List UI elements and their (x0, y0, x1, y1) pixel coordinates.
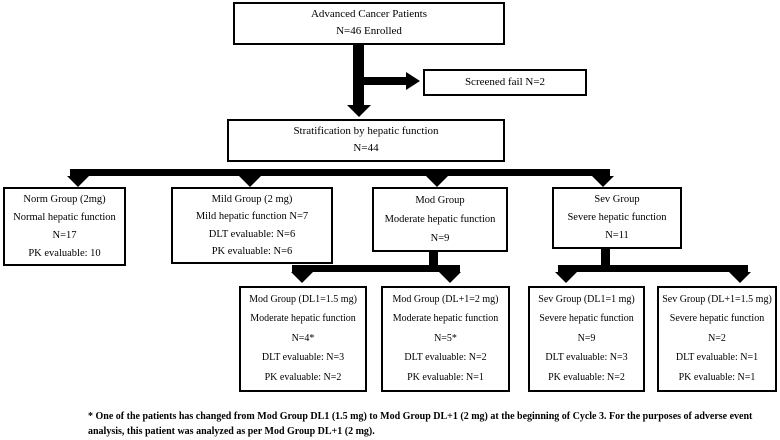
group-line: Moderate hepatic function (384, 213, 496, 225)
subgroup-dlt: DLT evaluable: N=3 (545, 352, 628, 364)
subgroup-title: Mod Group (DL1=1.5 mg) (249, 293, 357, 305)
enrollment-count: N=46 Enrolled (336, 25, 402, 38)
subgroup-pk: PK evaluable: N=1 (678, 371, 756, 383)
arrow-down-norm-icon (67, 176, 89, 187)
arrow-down-mod-icon (426, 176, 448, 187)
footnote-line-2: analysis, this patient was analyzed as p… (88, 426, 375, 437)
subgroup-title: Sev Group (DL1=1 mg) (538, 293, 635, 305)
group-title: Mod Group (415, 194, 465, 206)
connector-main-branch (70, 169, 610, 176)
arrow-down-mod-dlp1-icon (439, 272, 461, 283)
subgroup-count: N=9 (577, 332, 596, 344)
group-line: Normal hepatic function (13, 212, 116, 224)
subgroup-line: Moderate hepatic function (250, 313, 356, 325)
arrow-down-sev-icon (592, 176, 614, 187)
group-line: Severe hepatic function (567, 212, 667, 224)
sev-group-box: Sev Group Severe hepatic function N=11 (552, 187, 682, 249)
group-count: N=9 (430, 232, 450, 244)
group-dlt: DLT evaluable: N=6 (208, 228, 296, 240)
subgroup-dlt: DLT evaluable: N=2 (404, 352, 487, 364)
subgroup-dlt: DLT evaluable: N=1 (675, 352, 759, 364)
group-title: Norm Group (2mg) (23, 194, 106, 206)
group-title: Mild Group (2 mg) (211, 194, 293, 206)
stratification-line: Stratification by hepatic function (293, 124, 439, 137)
screened-fail-text: Screened fail N=2 (464, 75, 546, 88)
group-title: Sev Group (594, 194, 640, 206)
group-count: N=17 (52, 229, 77, 241)
group-count: N=11 (605, 230, 629, 242)
sev-dlp1-box: Sev Group (DL+1=1.5 mg) Severe hepatic f… (657, 286, 777, 392)
group-pk: PK evaluable: 10 (28, 247, 101, 259)
arrow-down-sev-dl1-icon (555, 272, 577, 283)
norm-group-box: Norm Group (2mg) Normal hepatic function… (3, 187, 126, 266)
connector-sev-stub (601, 249, 610, 269)
arrow-right-screened-fail-icon (406, 72, 420, 90)
subgroup-count: N=4* (291, 332, 315, 344)
arrow-down-to-stratification-icon (347, 105, 371, 117)
connector-sev-branch (558, 265, 748, 272)
subgroup-line: Severe hepatic function (539, 313, 634, 325)
footnote: * One of the patients has changed from M… (88, 409, 752, 439)
subgroup-title: Sev Group (DL+1=1.5 mg) (662, 293, 772, 305)
subgroup-title: Mod Group (DL+1=2 mg) (392, 293, 499, 305)
group-line: Mild hepatic function N=7 (195, 211, 309, 223)
connector-enrollment-vertical (353, 45, 364, 105)
subgroup-pk: PK evaluable: N=2 (264, 371, 342, 383)
subgroup-line: Severe hepatic function (669, 313, 765, 325)
sev-dl1-box: Sev Group (DL1=1 mg) Severe hepatic func… (528, 286, 645, 392)
subgroup-dlt: DLT evaluable: N=3 (261, 352, 345, 364)
mod-dl1-box: Mod Group (DL1=1.5 mg) Moderate hepatic … (239, 286, 367, 392)
group-pk: PK evaluable: N=6 (211, 245, 293, 257)
arrow-down-mod-dl1-icon (291, 272, 313, 283)
subgroup-pk: PK evaluable: N=2 (548, 371, 625, 383)
enrollment-line: Advanced Cancer Patients (310, 7, 428, 20)
connector-screened-fail (363, 77, 407, 85)
connector-mod-stub (429, 252, 438, 269)
subgroup-pk: PK evaluable: N=1 (407, 371, 484, 383)
stratification-count: N=44 (353, 142, 379, 155)
connector-mod-branch (292, 265, 460, 272)
footnote-line-1: * One of the patients has changed from M… (88, 411, 753, 422)
mild-group-box: Mild Group (2 mg) Mild hepatic function … (171, 187, 333, 264)
mod-dlp1-box: Mod Group (DL+1=2 mg) Moderate hepatic f… (381, 286, 510, 392)
arrow-down-sev-dlp1-icon (729, 272, 751, 283)
enrollment-box: Advanced Cancer Patients N=46 Enrolled (233, 2, 505, 45)
stratification-box: Stratification by hepatic function N=44 (227, 119, 505, 162)
arrow-down-mild-icon (239, 176, 261, 187)
mod-group-box: Mod Group Moderate hepatic function N=9 (372, 187, 508, 252)
subgroup-line: Moderate hepatic function (392, 313, 499, 325)
subgroup-count: N=5* (434, 332, 457, 344)
subgroup-count: N=2 (708, 332, 726, 344)
screened-fail-box: Screened fail N=2 (423, 69, 587, 96)
